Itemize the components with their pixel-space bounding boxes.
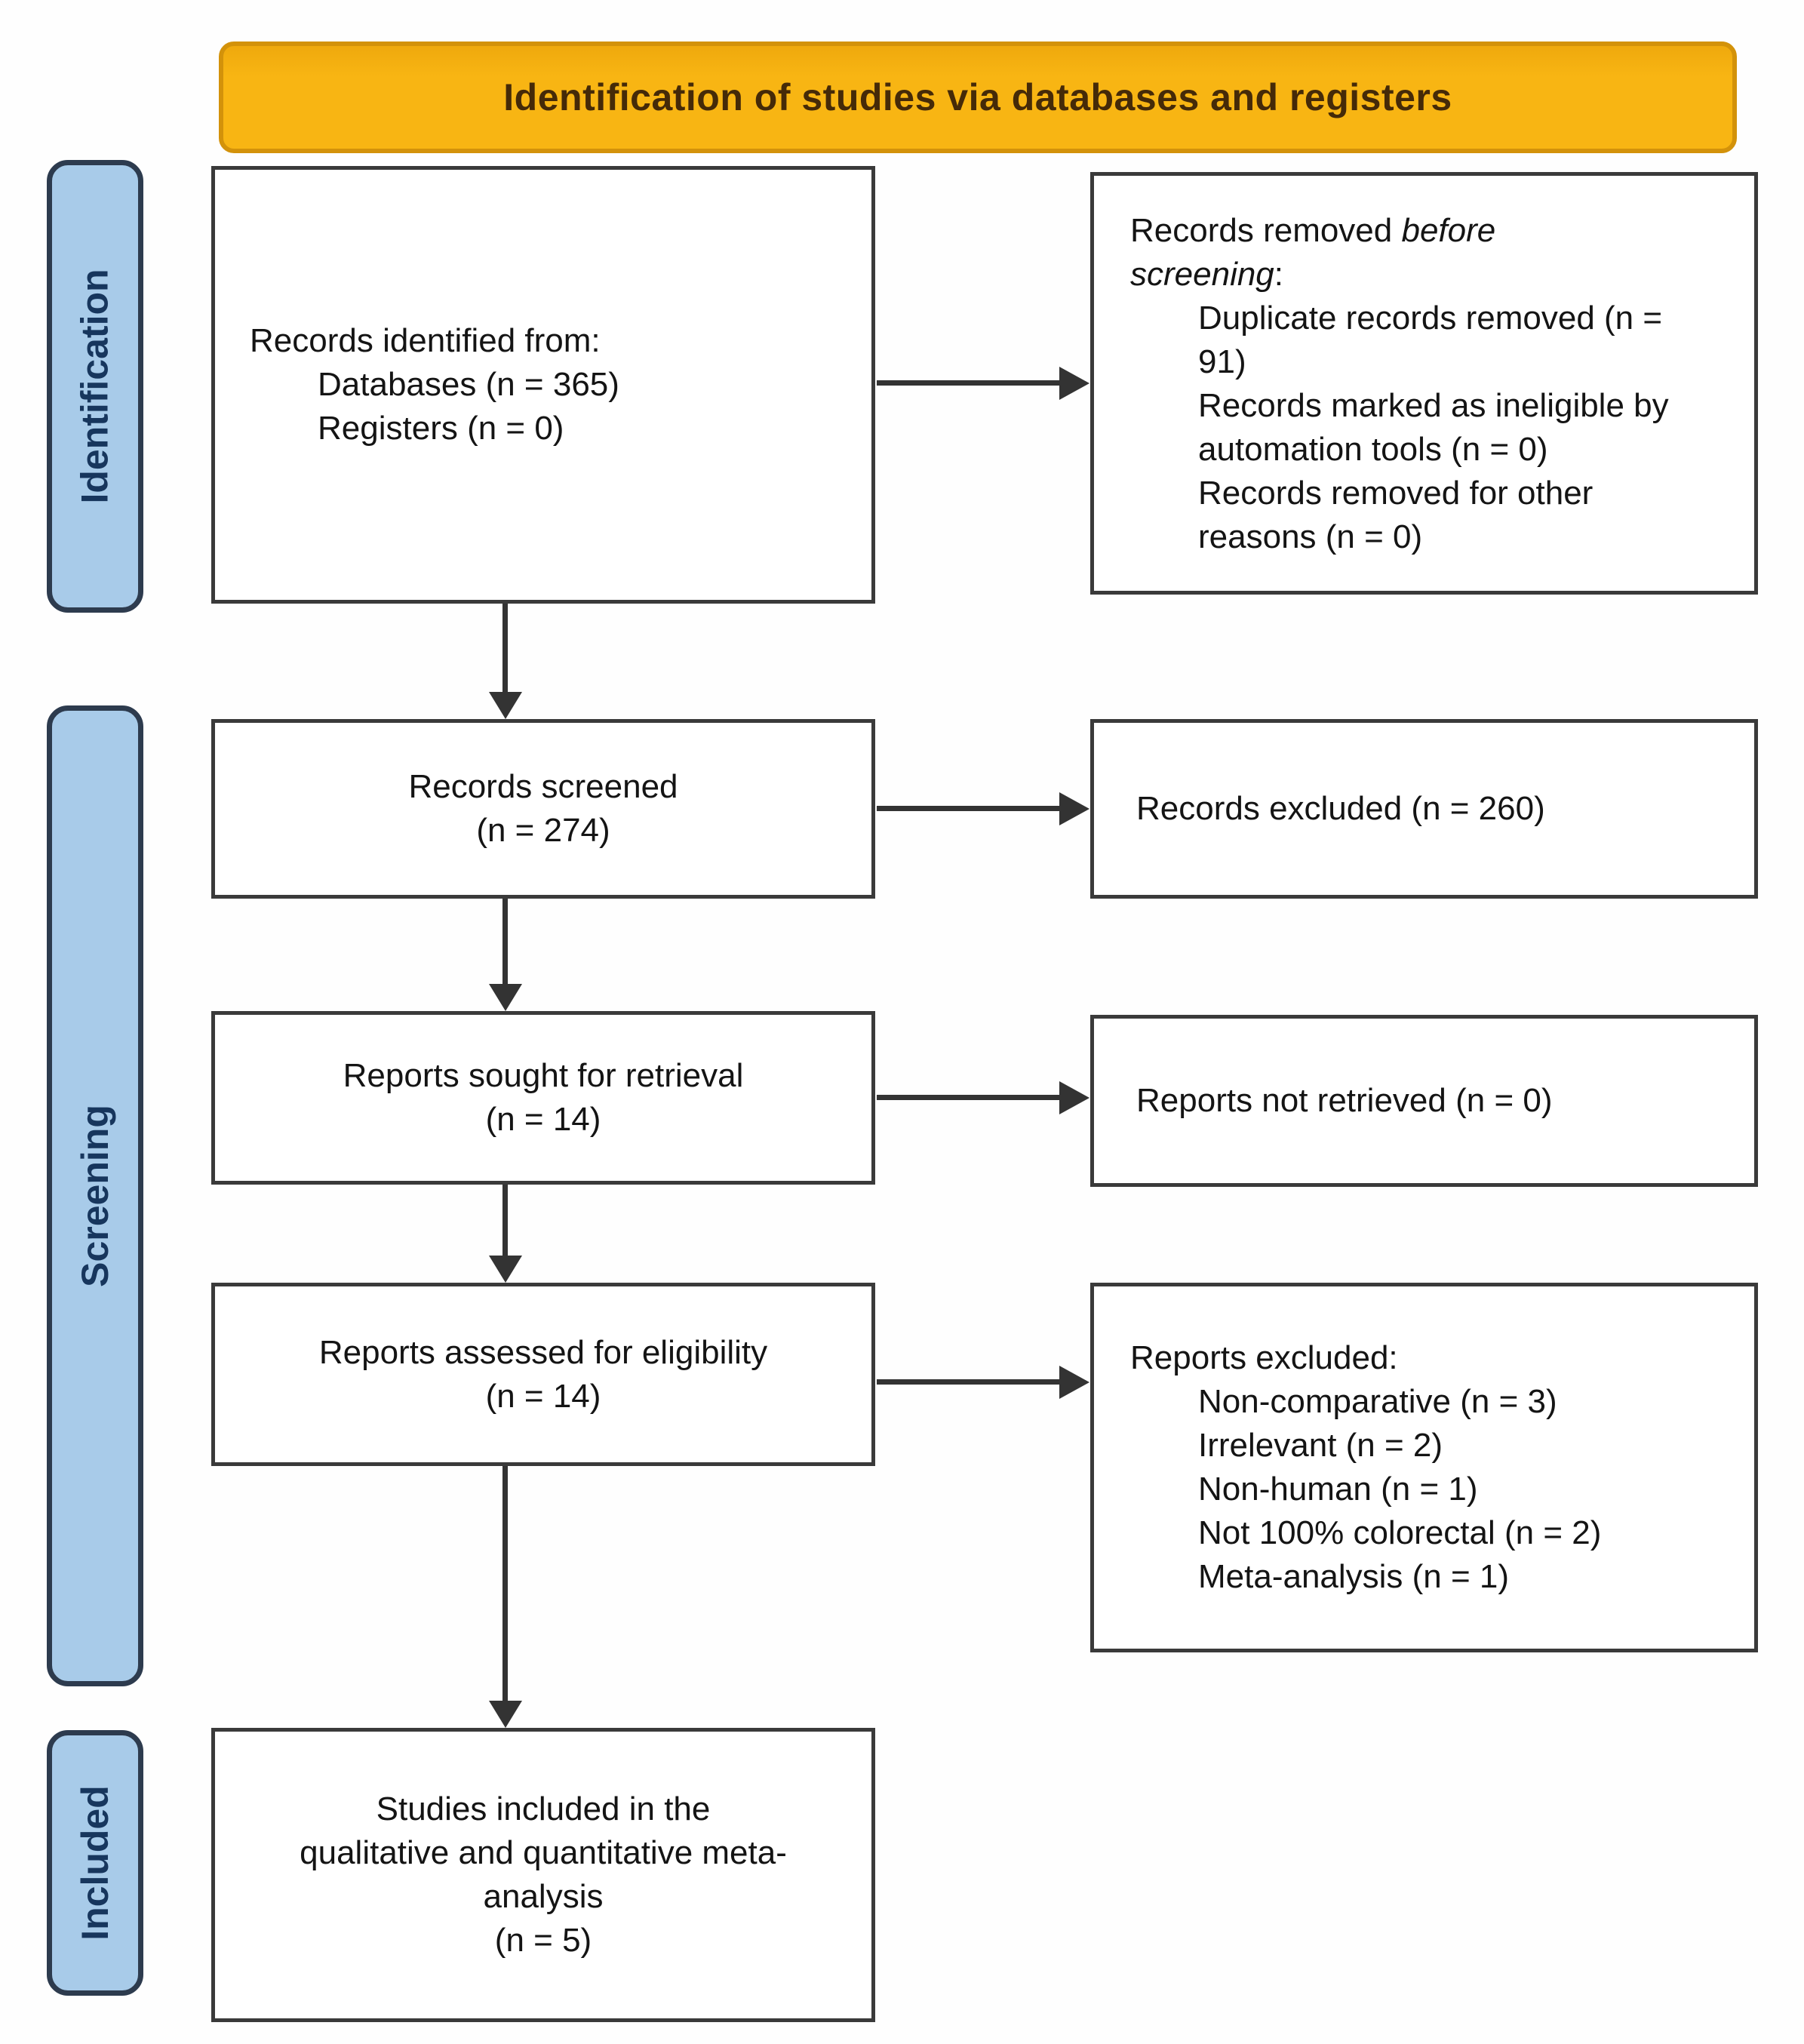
reports-excluded-item: Meta-analysis (n = 1) (1198, 1558, 1510, 1595)
arrow-line (877, 806, 1062, 811)
stage-bar-included: Included (47, 1730, 143, 1996)
box-reports-excluded: Reports excluded: Non-comparative (n = 3… (1090, 1283, 1758, 1652)
box-reports-not-retrieved: Reports not retrieved (n = 0) (1090, 1015, 1758, 1187)
arrow-line (502, 1466, 508, 1702)
arrow-line (877, 1379, 1062, 1385)
records-removed-item: Records marked as ineligible by automati… (1198, 387, 1669, 468)
arrow-head (1059, 367, 1089, 400)
arrow-line (877, 380, 1062, 386)
arrow-head (489, 984, 522, 1011)
arrow-line (502, 899, 508, 985)
records-removed-item: Duplicate records removed (n = 91) (1198, 300, 1663, 380)
records-removed-heading-italic: before screening (1130, 212, 1496, 293)
arrow-head (489, 1701, 522, 1728)
studies-included-line2: qualitative and quantitative meta- (300, 1834, 787, 1871)
box-records-excluded: Records excluded (n = 260) (1090, 719, 1758, 899)
records-removed-heading: Records removed before screening: (1130, 209, 1613, 297)
stage-bar-identification: Identification (47, 160, 143, 613)
diagram-title: Identification of studies via databases … (503, 76, 1452, 118)
arrow-line (877, 1095, 1062, 1100)
reports-not-retrieved-text: Reports not retrieved (n = 0) (1136, 1082, 1553, 1119)
reports-assessed-line1: Reports assessed for eligibility (318, 1333, 768, 1371)
box-reports-assessed: Reports assessed for eligibility (n = 14… (211, 1283, 875, 1466)
reports-assessed-count: (n = 14) (485, 1377, 601, 1415)
box-reports-sought: Reports sought for retrieval (n = 14) (211, 1011, 875, 1185)
title-banner: Identification of studies via databases … (219, 41, 1737, 153)
arrow-head (489, 1256, 522, 1283)
stage-label-included: Included (74, 1785, 117, 1941)
box-studies-included: Studies included in the qualitative and … (211, 1728, 875, 2022)
records-removed-item: Records removed for other reasons (n = 0… (1198, 475, 1593, 555)
reports-excluded-heading: Reports excluded: (1130, 1339, 1398, 1376)
reports-sought-count: (n = 14) (485, 1101, 601, 1138)
box-records-identified: Records identified from: Databases (n = … (211, 166, 875, 604)
reports-excluded-item: Non-human (n = 1) (1198, 1471, 1478, 1508)
records-removed-heading-prefix: Records removed (1130, 212, 1402, 249)
stage-label-screening: Screening (74, 1105, 116, 1287)
studies-included-line3: analysis (483, 1878, 604, 1915)
records-identified-item: Databases (n = 365) (318, 366, 619, 403)
stage-label-identification: Identification (74, 269, 117, 504)
box-records-screened: Records screened (n = 274) (211, 719, 875, 899)
studies-included-line1: Studies included in the (376, 1790, 711, 1827)
studies-included-count: (n = 5) (494, 1922, 592, 1959)
arrow-head (1059, 792, 1089, 825)
arrow-head (1059, 1366, 1089, 1399)
reports-excluded-item: Not 100% colorectal (n = 2) (1198, 1514, 1602, 1551)
records-identified-heading: Records identified from: (250, 322, 601, 359)
records-excluded-text: Records excluded (n = 260) (1136, 790, 1545, 827)
records-screened-line1: Records screened (408, 768, 678, 805)
box-records-removed-before-screening: Records removed before screening: Duplic… (1090, 172, 1758, 595)
arrow-line (502, 604, 508, 694)
records-screened-count: (n = 274) (476, 812, 610, 849)
reports-excluded-item: Non-comparative (n = 3) (1198, 1383, 1557, 1420)
reports-sought-line1: Reports sought for retrieval (343, 1057, 744, 1094)
arrow-line (502, 1185, 508, 1257)
arrow-head (1059, 1081, 1089, 1114)
stage-bar-screening: Screening (47, 705, 143, 1686)
arrow-head (489, 692, 522, 719)
records-identified-item: Registers (n = 0) (318, 410, 564, 447)
records-removed-heading-suffix: : (1274, 256, 1284, 293)
reports-excluded-item: Irrelevant (n = 2) (1198, 1427, 1443, 1464)
